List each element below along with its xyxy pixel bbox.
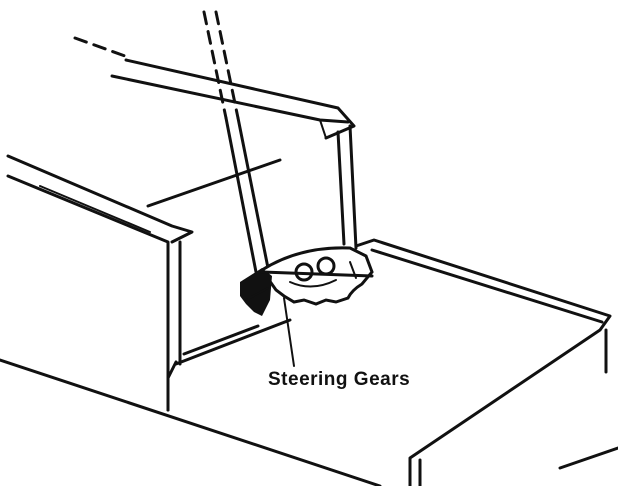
- steering-gear-sector: [259, 246, 374, 306]
- pinion-gear: [240, 268, 374, 316]
- left-platform: [0, 154, 382, 486]
- callout-leader-line: [283, 297, 295, 367]
- upper-rail: [110, 58, 356, 140]
- gear-bolt-right: [316, 256, 336, 276]
- steering-column: [224, 116, 270, 274]
- rear-post: [336, 124, 358, 250]
- right-platform: [174, 238, 618, 486]
- steering-gears-label: Steering Gears: [268, 369, 411, 390]
- hidden-lines: [73, 10, 240, 120]
